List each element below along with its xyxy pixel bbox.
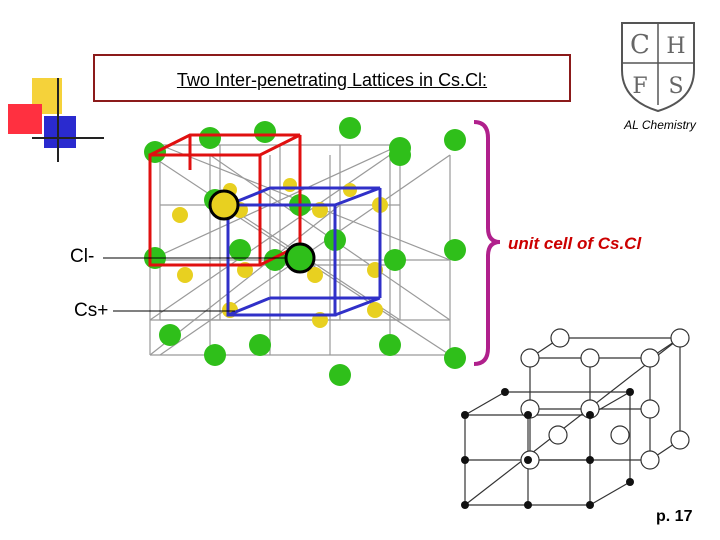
page-number: p. 17 — [656, 508, 693, 525]
svg-text:F: F — [632, 74, 647, 99]
unit-cell-label: unit cell of Cs.Cl — [508, 234, 642, 253]
svg-text:S: S — [668, 74, 683, 99]
svg-text:C: C — [630, 30, 650, 60]
cubic-lattice-diagram — [461, 328, 690, 509]
logo-caption: AL Chemistry — [624, 118, 696, 132]
cesium-label: Cs+ — [74, 300, 109, 321]
svg-text:H: H — [666, 34, 685, 59]
cscl-lattice-picture — [144, 117, 466, 386]
decorative-squares-icon — [8, 78, 104, 162]
chloride-label: Cl- — [70, 246, 95, 267]
title-frame — [93, 54, 571, 102]
unit-cell-bracket — [473, 120, 501, 366]
school-crest-icon: C H F S — [621, 22, 695, 113]
slide-title: Two Inter-penetrating Lattices in Cs.Cl: — [176, 70, 488, 90]
